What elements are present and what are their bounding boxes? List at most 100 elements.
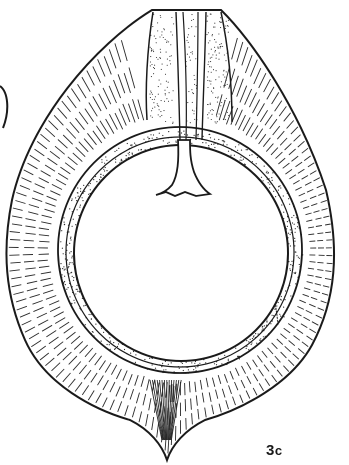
stipple-dot — [61, 274, 62, 275]
stipple-dot — [114, 349, 115, 350]
hatch-stroke — [10, 240, 20, 241]
stalk-stipple-dot — [208, 71, 209, 72]
stalk-stipple-dot — [207, 104, 208, 105]
stipple-dot — [293, 215, 294, 216]
hatch-stroke — [38, 320, 48, 325]
hatch-stroke — [132, 407, 135, 418]
stalk-stipple-dot — [210, 103, 211, 104]
stipple-dot — [290, 234, 291, 235]
stipple-dot — [63, 217, 64, 218]
hatch-stroke — [266, 144, 273, 152]
stipple-dot — [195, 367, 196, 368]
hatch-stroke — [45, 358, 54, 366]
stalk-stipple-dot — [228, 57, 229, 58]
stalk-stipple-dot — [212, 34, 213, 35]
stipple-dot — [70, 272, 71, 273]
stipple-dot — [198, 134, 199, 135]
stipple-dot — [88, 185, 89, 186]
hatch-stroke — [104, 56, 111, 74]
stalk-stipple-dot — [156, 42, 157, 43]
stipple-dot — [148, 138, 149, 139]
stipple-dot — [278, 190, 279, 191]
stalk-stipple-dot — [159, 109, 160, 110]
stipple-dot — [281, 296, 282, 297]
stalk-stipple-dot — [166, 81, 167, 82]
hatch-stroke — [133, 99, 139, 119]
hatch-stroke — [58, 140, 68, 149]
stipple-dot — [268, 182, 269, 183]
hatch-stroke — [13, 292, 23, 295]
stalk-stipple-dot — [160, 83, 161, 84]
hatch-stroke — [316, 277, 322, 278]
stalk-stipple-dot — [154, 107, 155, 108]
stipple-dot — [128, 153, 129, 154]
stalk-stipple-dot — [150, 97, 151, 98]
hatch-stroke — [147, 379, 150, 390]
stipple-dot — [263, 336, 264, 337]
stipple-dot — [290, 229, 291, 230]
hatch-stroke — [54, 312, 64, 317]
stipple-dot — [65, 269, 66, 270]
stalk-stipple-dot — [228, 26, 229, 27]
hatch-stroke — [123, 388, 127, 398]
stalk-stipple-dot — [170, 44, 171, 45]
hatch-stroke — [247, 362, 251, 369]
hatch-stroke — [316, 226, 322, 227]
stalk-stipple-dot — [215, 79, 216, 80]
hatch-stroke — [52, 184, 62, 189]
stipple-dot — [64, 222, 65, 223]
hatch-stroke — [56, 179, 66, 185]
hatch-stroke — [314, 178, 320, 181]
hatch-stroke — [33, 191, 43, 195]
stalk-stipple-dot — [155, 38, 156, 39]
stipple-dot — [244, 164, 245, 165]
hatch-stroke — [105, 363, 111, 373]
hatch-stroke — [45, 209, 55, 212]
stipple-dot — [143, 139, 144, 140]
stipple-dot — [214, 139, 215, 140]
stipple-dot — [255, 333, 256, 334]
stipple-dot — [62, 268, 63, 269]
stipple-dot — [85, 305, 86, 306]
hatch-stroke — [317, 185, 323, 188]
stipple-dot — [135, 362, 136, 363]
stipple-dot — [263, 180, 264, 181]
hatch-stroke — [216, 390, 218, 399]
stalk-stipple-dot — [211, 119, 212, 120]
hatch-stroke — [240, 86, 247, 103]
stipple-dot — [116, 150, 117, 151]
stipple-dot — [290, 270, 291, 271]
hatch-stroke — [75, 118, 84, 130]
hatch-stroke — [273, 126, 280, 135]
stalk-stipple-dot — [188, 34, 189, 35]
stalk-stipple-dot — [161, 115, 162, 116]
stipple-dot — [266, 321, 267, 322]
stipple-dot — [267, 173, 268, 174]
stalk-stipple-dot — [194, 84, 195, 85]
stalk-stipple-dot — [160, 15, 161, 16]
hatch-stroke — [50, 307, 60, 312]
stipple-dot — [99, 179, 100, 180]
hatch-stroke — [250, 60, 257, 77]
stalk-stipple-dot — [158, 94, 159, 95]
stipple-dot — [77, 209, 78, 210]
hatch-stroke — [257, 356, 262, 363]
stalk-stipple-dot — [210, 81, 211, 82]
stipple-dot — [193, 369, 194, 370]
stalk-stipple-dot — [214, 39, 215, 40]
stalk-stipple-dot — [170, 31, 171, 32]
hatch-stroke — [25, 268, 35, 269]
stipple-dot — [73, 280, 74, 281]
stalk-stipple-dot — [216, 123, 217, 124]
stalk-stipple-dot — [151, 92, 152, 93]
stalk-stipple-dot — [225, 25, 226, 26]
stipple-dot — [104, 170, 105, 171]
stalk-stipple-dot — [159, 80, 160, 81]
stipple-dot — [181, 132, 182, 133]
stalk-stipple-dot — [161, 34, 162, 35]
hatch-stroke — [316, 315, 322, 318]
stalk-stipple-dot — [154, 99, 155, 100]
stipple-dot — [205, 362, 206, 363]
hatch-stroke — [253, 388, 257, 395]
stalk-stipple-dot — [151, 48, 152, 49]
